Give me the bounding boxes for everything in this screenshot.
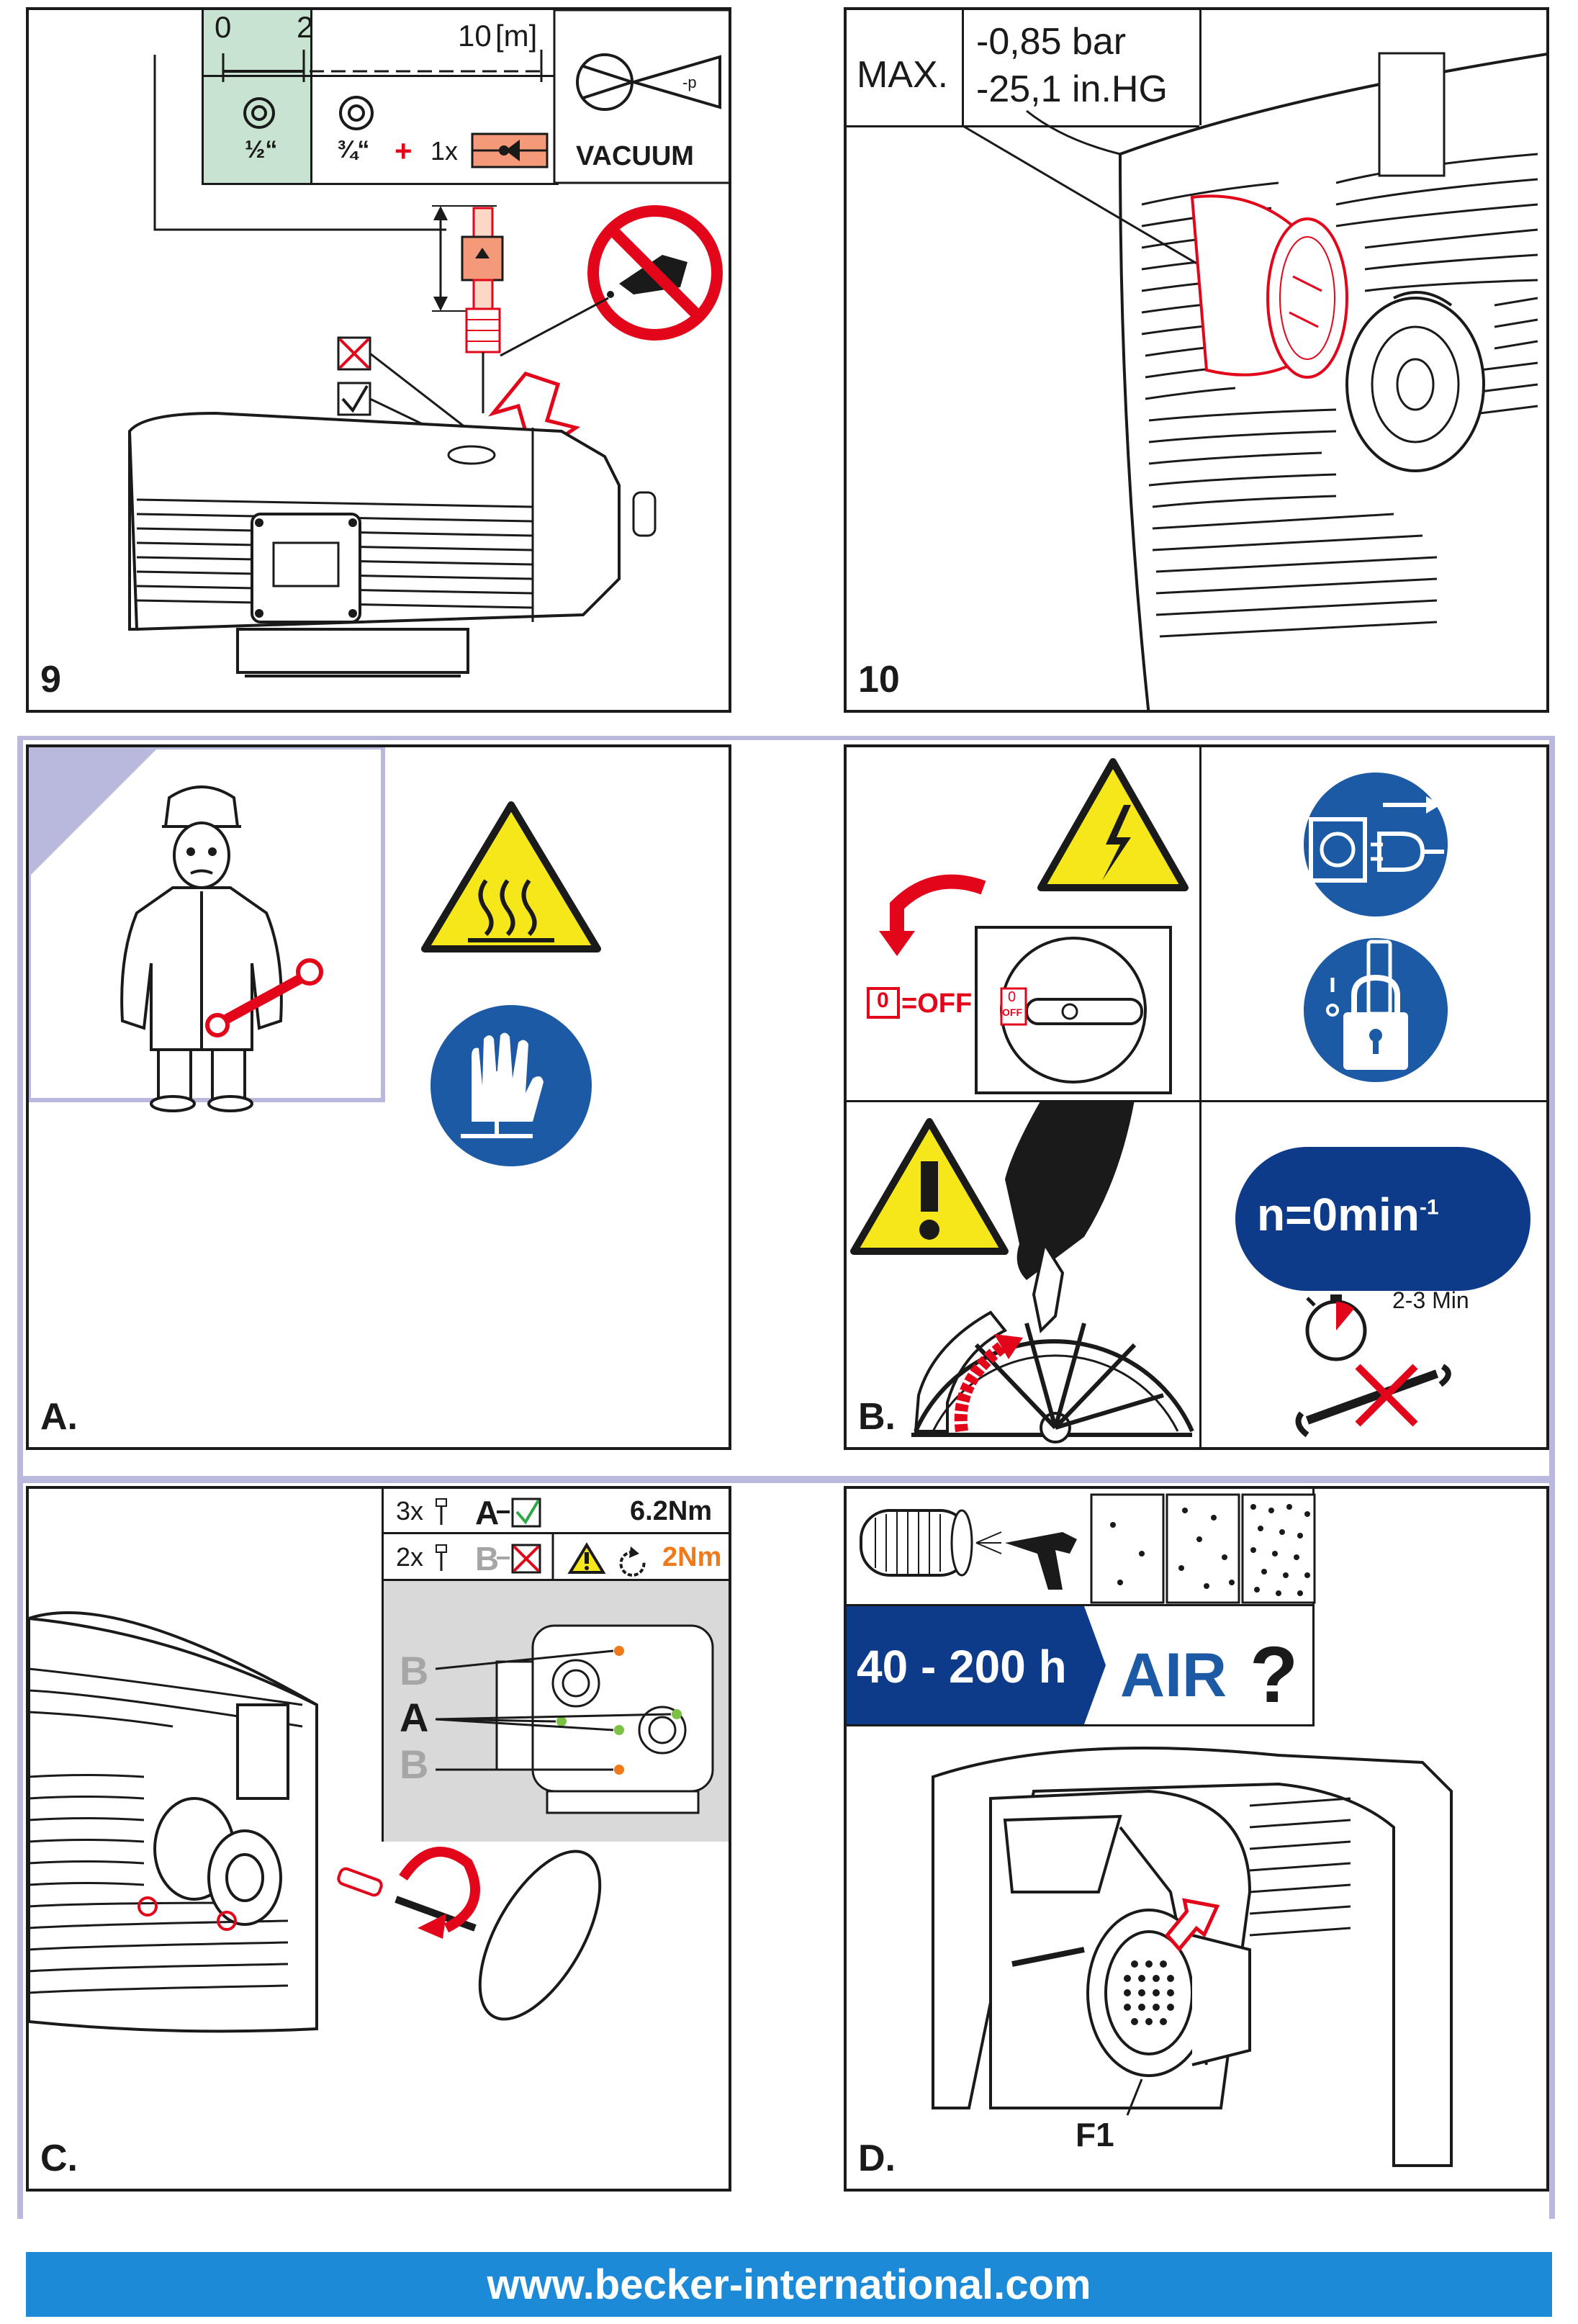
panel-9: 0 2 10 [m] bbox=[26, 7, 731, 713]
vacuum-relief-valve-icon bbox=[1190, 194, 1348, 379]
step-letter-b: B. bbox=[858, 1396, 896, 1438]
step-letter-d: D. bbox=[858, 2138, 896, 2179]
panel-a: A. bbox=[26, 744, 731, 1450]
panel-10-drawing bbox=[961, 52, 1546, 710]
panel-10: MAX. -0,85 bar -25,1 in.HG bbox=[844, 7, 1549, 713]
pump-open-hood-drawing bbox=[932, 1747, 1453, 2167]
no-oil-can-icon bbox=[587, 205, 723, 341]
mechanic-figure-icon bbox=[120, 785, 283, 1112]
step-letter-c: C. bbox=[40, 2138, 78, 2179]
panel-b-drawing bbox=[850, 758, 1530, 1444]
vacuum-label: VACUUM bbox=[576, 141, 694, 171]
panel-c-drawing bbox=[29, 1497, 714, 2033]
wrench-icon bbox=[205, 958, 323, 1037]
scale-tick-2: 2 bbox=[297, 10, 314, 44]
pump-housing-drawing bbox=[29, 1611, 318, 2033]
lower-section-left-edge bbox=[17, 736, 23, 2219]
pressure-label: -p bbox=[682, 73, 697, 91]
plus-sign: + bbox=[394, 134, 412, 168]
zero-speed-badge bbox=[1235, 1147, 1530, 1291]
screw-icon bbox=[436, 1544, 447, 1571]
panel-9-drawing bbox=[128, 10, 729, 677]
switch-zero-label: 0 bbox=[1008, 989, 1016, 1005]
half-inch-label: ½“ bbox=[245, 136, 278, 163]
rotate-icon bbox=[619, 1546, 646, 1577]
zero-speed-exponent: -1 bbox=[1419, 1195, 1439, 1220]
air-label: AIR bbox=[1120, 1641, 1227, 1710]
step-number-10: 10 bbox=[858, 659, 900, 701]
screw-removal-icon bbox=[337, 1847, 602, 2021]
check-valve-icon bbox=[471, 132, 549, 168]
rotary-switch-icon bbox=[975, 926, 1172, 1094]
lower-section-right-edge bbox=[1549, 736, 1555, 2219]
three-quarter-label: ¾“ bbox=[337, 136, 370, 163]
filter-pull-arrow-icon bbox=[1165, 1898, 1220, 1953]
electrical-hazard-icon bbox=[1037, 758, 1189, 891]
dust-level-boxes bbox=[1090, 1493, 1316, 1604]
interval-badge bbox=[847, 1606, 1084, 1724]
max-label: MAX. bbox=[857, 54, 949, 96]
panel-b: 0 =OFF 0 OFF n=0min-1 2-3 Min B. bbox=[844, 744, 1549, 1450]
filter-mesh bbox=[1124, 1960, 1174, 2025]
panel-d: 40 - 200 h AIR ? bbox=[844, 1486, 1549, 2192]
scale-tick-0: 0 bbox=[215, 10, 232, 44]
torque-row2-value: 2Nm bbox=[662, 1542, 722, 1572]
vacuum-pump-symbol-icon bbox=[576, 53, 721, 111]
callout-a: A bbox=[400, 1695, 429, 1740]
torque-row1-qty: 3x bbox=[396, 1496, 424, 1526]
step-number-9: 9 bbox=[40, 659, 61, 701]
torque-row1-value: 6.2Nm bbox=[630, 1496, 713, 1526]
zero-speed-label: n=0min-1 bbox=[1257, 1189, 1439, 1240]
pump-body-icon bbox=[128, 411, 657, 677]
callout-b-top: B bbox=[400, 1648, 429, 1693]
screw-icon bbox=[436, 1498, 447, 1525]
interval-label: 40 - 200 h bbox=[857, 1641, 1067, 1693]
footer-bar: www.becker-international.com bbox=[26, 2252, 1552, 2317]
website-link[interactable]: www.becker-international.com bbox=[487, 2261, 1091, 2308]
stopwatch-icon bbox=[1305, 1294, 1367, 1361]
panel-d-drawing bbox=[860, 1493, 1453, 2167]
dust-medium-icon bbox=[1178, 1508, 1235, 1589]
scale-tick-10: 10 bbox=[458, 19, 492, 53]
torque-row2-code: B bbox=[475, 1540, 500, 1577]
panel-a-drawing bbox=[29, 747, 601, 1166]
wear-gloves-icon bbox=[430, 1005, 592, 1166]
wrench-forbidden-icon bbox=[1295, 1364, 1451, 1438]
general-warning-icon bbox=[850, 1118, 1009, 1255]
max-inhg-value: -25,1 in.HG bbox=[976, 68, 1168, 110]
small-warning-icon bbox=[567, 1542, 606, 1574]
disconnect-plug-icon bbox=[1304, 773, 1448, 916]
switch-off-label: OFF bbox=[1002, 1006, 1022, 1018]
padlock-icon bbox=[1304, 938, 1448, 1082]
half-inch-fitting-icon bbox=[243, 97, 275, 129]
max-pressure-box bbox=[847, 10, 1201, 127]
step-letter-a: A. bbox=[40, 1396, 78, 1438]
checkbox-x-icon bbox=[511, 1544, 541, 1574]
qty-label: 1x bbox=[430, 136, 459, 166]
hot-surface-warning-icon bbox=[421, 801, 601, 952]
off-zero-label: 0 bbox=[877, 988, 889, 1012]
checkbox-ok-icon bbox=[511, 1497, 541, 1528]
three-quarter-fitting-icon bbox=[339, 96, 374, 130]
lower-section-frame bbox=[17, 736, 1555, 740]
filter-cartridge-icon bbox=[860, 1509, 973, 1577]
air-gun-icon bbox=[975, 1531, 1077, 1590]
wait-time-label: 2-3 Min bbox=[1392, 1287, 1469, 1313]
scale-unit: [m] bbox=[495, 19, 538, 53]
hand-fan-icon bbox=[911, 1100, 1194, 1444]
fan-pulley-icon bbox=[1345, 291, 1485, 472]
torque-row2-qty: 2x bbox=[396, 1542, 424, 1572]
torque-row1-code: A bbox=[475, 1494, 500, 1531]
dust-light-icon bbox=[1110, 1522, 1145, 1585]
dust-heavy-icon bbox=[1250, 1504, 1310, 1596]
pump-face-diagram bbox=[435, 1624, 714, 1814]
callout-b-bottom: B bbox=[400, 1742, 429, 1787]
air-question: ? bbox=[1250, 1631, 1299, 1719]
interval-header bbox=[847, 1489, 1315, 1726]
lower-section-divider bbox=[17, 1476, 1555, 1483]
max-bar-value: -0,85 bar bbox=[976, 21, 1127, 63]
off-label: =OFF bbox=[901, 988, 973, 1019]
panel-c: 3x A 6.2Nm 2x B 2Nm B A B bbox=[26, 1486, 731, 2192]
filter-f1-label: F1 bbox=[1076, 2116, 1114, 2153]
